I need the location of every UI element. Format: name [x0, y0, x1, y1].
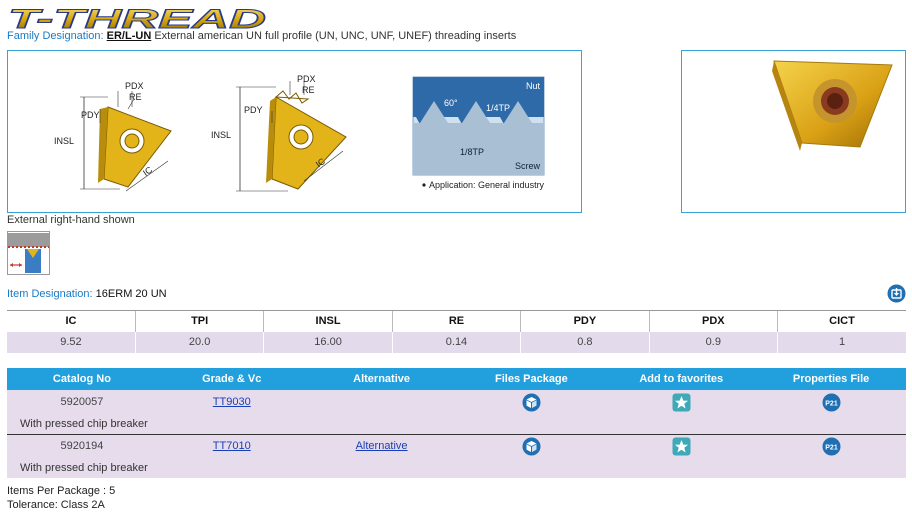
p21-icon[interactable]: P21: [822, 393, 841, 412]
item-designation-value: 16ERM 20 UN: [95, 288, 167, 300]
catalog-row: 5920194 TT7010 Alternative: [7, 433, 906, 458]
parameters-header-row: IC TPI INSL RE PDY PDX CICT: [7, 310, 906, 332]
insert-drawing-right: PDX RE PDY INSL IC: [211, 74, 347, 192]
param-value-insl: 16.00: [263, 331, 393, 353]
catalog-header-grade: Grade & Vc: [156, 368, 307, 390]
catalog-number: 5920194: [7, 433, 157, 458]
chip-breaker-note: With pressed chip breaker: [7, 414, 906, 434]
catalog-header-favorites: Add to favorites: [606, 368, 757, 390]
param-value-re: 0.14: [391, 331, 521, 353]
catalog-note-row: With pressed chip breaker: [7, 458, 906, 478]
insert-photo: [772, 60, 893, 151]
param-header-ic: IC: [7, 310, 136, 332]
download-icon[interactable]: [887, 284, 906, 303]
param-value-ic: 9.52: [7, 331, 136, 353]
external-right-hand-text: External right-hand shown: [7, 214, 135, 226]
insert-dimension-drawing: PDX RE PDY INSL IC PDX RE PDY INSL IC: [54, 74, 545, 192]
label-pdy-right: PDY: [244, 105, 263, 115]
catalog-header-alternative: Alternative: [306, 368, 457, 390]
catalog-header-row: Catalog No Grade & Vc Alternative Files …: [7, 368, 906, 390]
star-icon[interactable]: [672, 437, 691, 456]
family-label: Family Designation:: [7, 30, 104, 42]
item-designation-label: Item Designation:: [7, 288, 93, 300]
label-crest: 1/4TP: [486, 103, 510, 113]
label-root: 1/8TP: [460, 147, 484, 157]
grade-link[interactable]: TT7010: [212, 440, 251, 453]
label-angle: 60°: [444, 98, 458, 108]
alternative-link[interactable]: Alternative: [355, 440, 408, 453]
items-per-package: Items Per Package : 5: [7, 485, 116, 497]
param-value-cict: 1: [777, 331, 906, 353]
chip-breaker-note: With pressed chip breaker: [7, 458, 906, 478]
param-value-pdy: 0.8: [520, 331, 650, 353]
catalog-header-catalog-no: Catalog No: [7, 368, 157, 390]
package-icon[interactable]: [522, 393, 541, 412]
label-nut: Nut: [526, 81, 541, 91]
param-header-pdy: PDY: [520, 310, 650, 332]
label-pdx-left: PDX: [125, 81, 144, 91]
label-re-left: RE: [129, 92, 142, 102]
star-icon[interactable]: [672, 393, 691, 412]
grade-link[interactable]: TT9030: [212, 396, 251, 408]
param-value-tpi: 20.0: [134, 331, 264, 353]
param-header-tpi: TPI: [134, 310, 264, 332]
catalog-table: Catalog No Grade & Vc Alternative Files …: [7, 368, 906, 478]
p21-label: P21: [825, 444, 838, 451]
catalog-number: 5920057: [7, 390, 157, 414]
catalog-row: 5920057 TT9030 P21: [7, 390, 906, 414]
label-insl-left: INSL: [54, 136, 74, 146]
param-value-pdx: 0.9: [648, 331, 778, 353]
param-header-insl: INSL: [263, 310, 393, 332]
param-header-cict: CICT: [777, 310, 906, 332]
right-hand-orientation-icon: [7, 231, 50, 275]
param-header-re: RE: [391, 310, 521, 332]
product-photo-panel: [681, 50, 906, 213]
parameters-table: IC TPI INSL RE PDY PDX CICT 9.52 20.0 16…: [7, 310, 906, 353]
logo-text: T-THREAD: [8, 6, 266, 32]
technical-drawing-panel: PDX RE PDY INSL IC PDX RE PDY INSL IC: [7, 50, 582, 213]
family-designation: Family Designation: ER/L-UN External ame…: [7, 30, 516, 42]
p21-icon[interactable]: P21: [822, 437, 841, 456]
p21-label: P21: [825, 400, 838, 407]
catalog-header-properties: Properties File: [756, 368, 906, 390]
thread-profile-drawing: Nut Screw 60° 1/4TP 1/8TP Application: G…: [412, 76, 545, 190]
package-icon[interactable]: [522, 437, 541, 456]
item-designation: Item Designation: 16ERM 20 UN: [7, 288, 167, 300]
family-description: External american UN full profile (UN, U…: [154, 30, 517, 42]
t-thread-logo: T-THREAD: [8, 6, 267, 32]
application-text: Application: General industry: [429, 180, 545, 190]
family-code-link[interactable]: ER/L-UN: [106, 30, 152, 42]
tolerance: Tolerance: Class 2A: [7, 499, 105, 511]
label-screw: Screw: [515, 161, 541, 171]
insert-drawing-left: PDX RE PDY INSL IC: [54, 81, 172, 192]
catalog-note-row: With pressed chip breaker: [7, 414, 906, 434]
label-pdx-right: PDX: [297, 74, 316, 84]
label-insl-right: INSL: [211, 130, 231, 140]
param-header-pdx: PDX: [648, 310, 778, 332]
parameters-value-row: 9.52 20.0 16.00 0.14 0.8 0.9 1: [7, 331, 906, 353]
label-pdy-left: PDY: [81, 110, 100, 120]
catalog-header-files-package: Files Package: [456, 368, 607, 390]
label-re-right: RE: [302, 85, 315, 95]
